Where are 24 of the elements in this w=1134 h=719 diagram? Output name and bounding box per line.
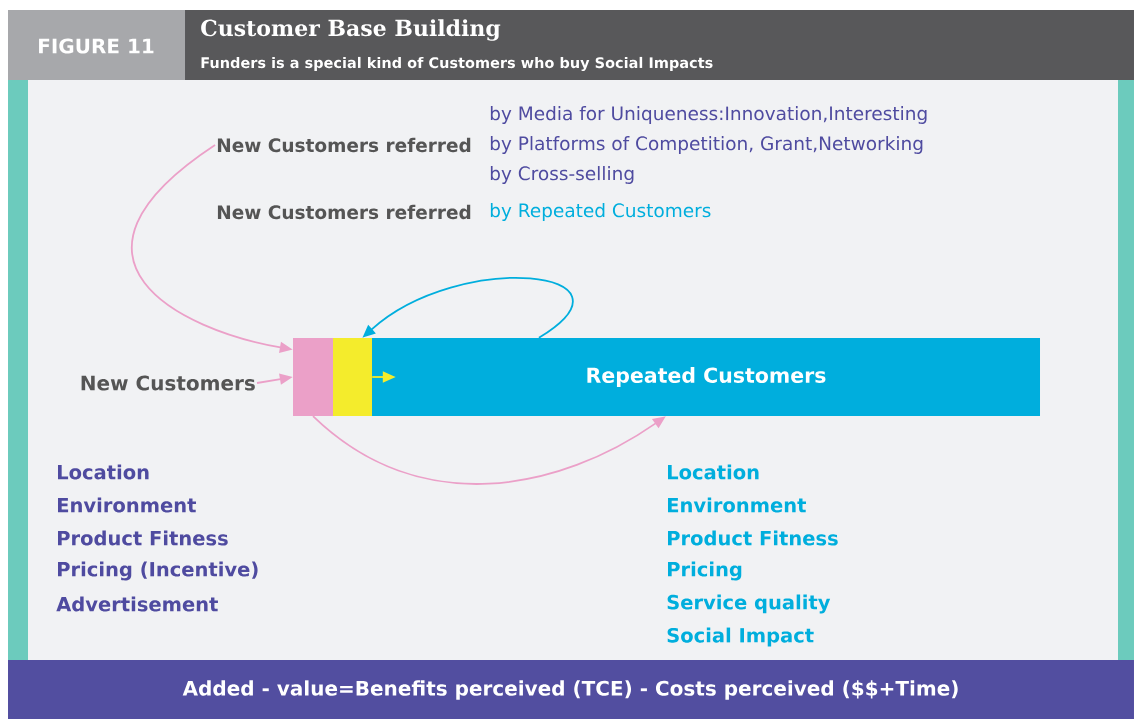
factor-text: Pricing (Incentive): [58, 561, 258, 581]
factor-text: Pricing: [668, 561, 742, 581]
customer-bar: Repeated Customers: [372, 338, 1040, 416]
factor-text: Advertisement: [56, 596, 218, 612]
referral-source-text: by Cross-selling: [490, 166, 634, 184]
factor-text: Environment: [58, 497, 196, 513]
bar-segment: [333, 338, 372, 416]
referral-text: New Customers referred: [217, 204, 471, 220]
source-text: New Customers: [81, 375, 255, 391]
referral-source-text: by Repeated Customers: [490, 203, 711, 221]
bar-segment: [293, 338, 333, 416]
referral-text: New Customers referred: [217, 137, 471, 153]
factor-text: Environment: [668, 497, 806, 513]
factor-text: Product Fitness: [668, 530, 838, 546]
factor-text: Service quality: [667, 594, 831, 614]
factor-text: Product Fitness: [58, 530, 228, 546]
factor-text: Location: [58, 464, 149, 480]
factor-text: Social Impact: [667, 627, 814, 647]
referral-source-text: by Media for Uniqueness:Innovation,Interesting: [490, 106, 927, 124]
header-bar: Customer Base Building Funders is a special kind of Customers who buy Social Impacts: [185, 10, 1134, 80]
footer-bar: Added - value=Benefits perceived (TCE) - Costs perceived ($$+Time): [8, 660, 1134, 719]
referral-source-text: by Platforms of Competition, Grant,Networking: [490, 136, 923, 154]
figure-tag: FIGURE 11: [8, 10, 185, 80]
factor-text: Location: [668, 464, 759, 480]
